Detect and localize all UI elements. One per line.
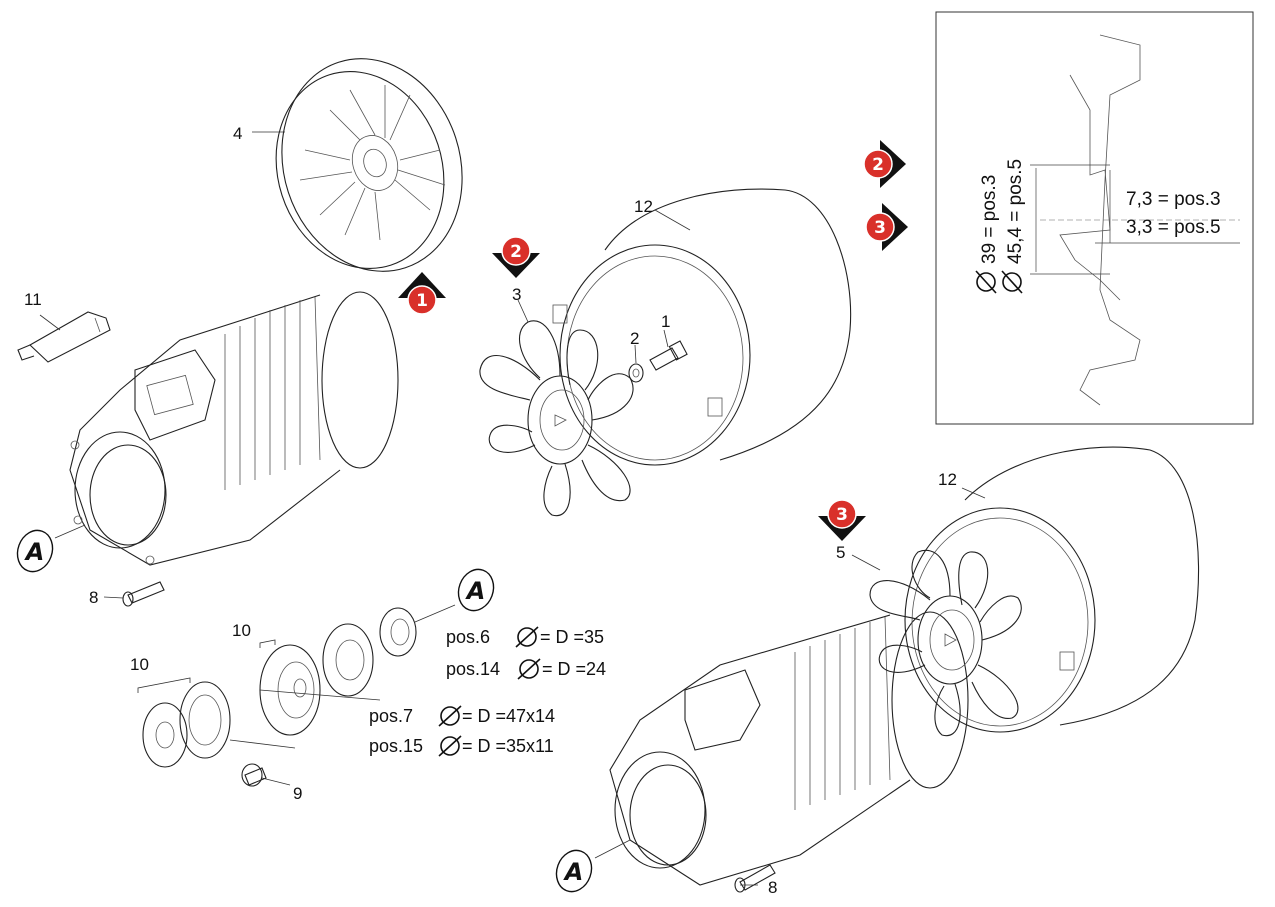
fan-cover-part-4: [275, 58, 463, 272]
step-marker-2-left: 2: [492, 236, 540, 278]
detail-inset: 39 = pos.3 45,4 = pos.5 7,3 = pos.3 3,3 …: [935, 11, 1254, 425]
label-part-10-lower: 10: [130, 655, 149, 674]
label-part-10-upper: 10: [232, 621, 251, 640]
step-marker-3-top: 3: [865, 203, 908, 251]
detail-callout-a-center-letter: A: [465, 577, 486, 605]
spec-pos15-value: = D =35x11: [462, 736, 554, 756]
fan-part-3: [479, 320, 634, 517]
detail-callout-a-center: A: [457, 568, 495, 612]
inset-dia-pos5: 45,4 = pos.5: [1005, 159, 1026, 264]
motor-housing-left: [69, 291, 399, 566]
fan-part-5: [869, 549, 1022, 737]
detail-callout-a-right-letter: A: [563, 858, 584, 886]
step-marker-3-top-number: 3: [874, 218, 886, 238]
cover-cylinder-part-12-top: [552, 188, 852, 466]
bearing-specs: pos.6 = D =35 pos.14 = D =24 pos.7 = D =…: [369, 626, 606, 757]
label-part-12-top: 12: [634, 197, 653, 216]
spec-pos6-label: pos.6: [446, 627, 490, 647]
motor-housing-right: [609, 611, 969, 886]
spec-pos6-value: = D =35: [540, 627, 604, 647]
grease-tube-part-11: [17, 311, 111, 363]
step-marker-2-right: 2: [863, 140, 906, 188]
inset-dia-pos3: 39 = pos.3: [979, 175, 1000, 264]
label-part-9: 9: [293, 784, 302, 803]
spec-pos14-value: = D =24: [542, 659, 606, 679]
label-part-3: 3: [512, 285, 521, 304]
part-labels: 4 11 12 3 1 2 8 10 10 9 12 5 8: [24, 124, 957, 897]
detail-callout-a-right: A: [555, 849, 593, 893]
inset-offset-pos5: 3,3 = pos.5: [1126, 217, 1221, 238]
bearing-assembly: [142, 607, 417, 787]
label-part-2: 2: [630, 329, 639, 348]
label-part-8-left: 8: [89, 588, 98, 607]
washer-part-2: [628, 363, 644, 383]
cover-cylinder-part-12-bottom: [904, 446, 1200, 733]
label-part-8-right: 8: [768, 878, 777, 897]
label-part-12-bottom: 12: [938, 470, 957, 489]
detail-callout-a-left-letter: A: [24, 538, 45, 566]
step-marker-2-left-number: 2: [510, 242, 522, 262]
label-part-5: 5: [836, 543, 845, 562]
step-marker-1-number: 1: [416, 291, 428, 311]
step-marker-3-bottom: 3: [818, 499, 866, 541]
spec-pos7-value: = D =47x14: [462, 706, 555, 726]
screw-part-8-left: [122, 581, 165, 607]
spec-pos7-label: pos.7: [369, 706, 413, 726]
leader-lines: [39, 131, 986, 886]
label-part-1: 1: [661, 312, 670, 331]
spec-pos14-label: pos.14: [446, 659, 500, 679]
inset-offset-pos3: 7,3 = pos.3: [1126, 189, 1221, 210]
screw-part-1: [649, 340, 688, 371]
step-marker-2-right-number: 2: [872, 155, 884, 175]
spec-pos15-label: pos.15: [369, 736, 423, 756]
step-marker-1: 1: [398, 272, 446, 315]
step-marker-1-circle: [407, 285, 437, 315]
step-marker-3-bottom-number: 3: [836, 505, 848, 525]
label-part-11: 11: [24, 290, 42, 309]
detail-callout-a-left: A: [16, 529, 54, 573]
label-part-4: 4: [233, 124, 242, 143]
